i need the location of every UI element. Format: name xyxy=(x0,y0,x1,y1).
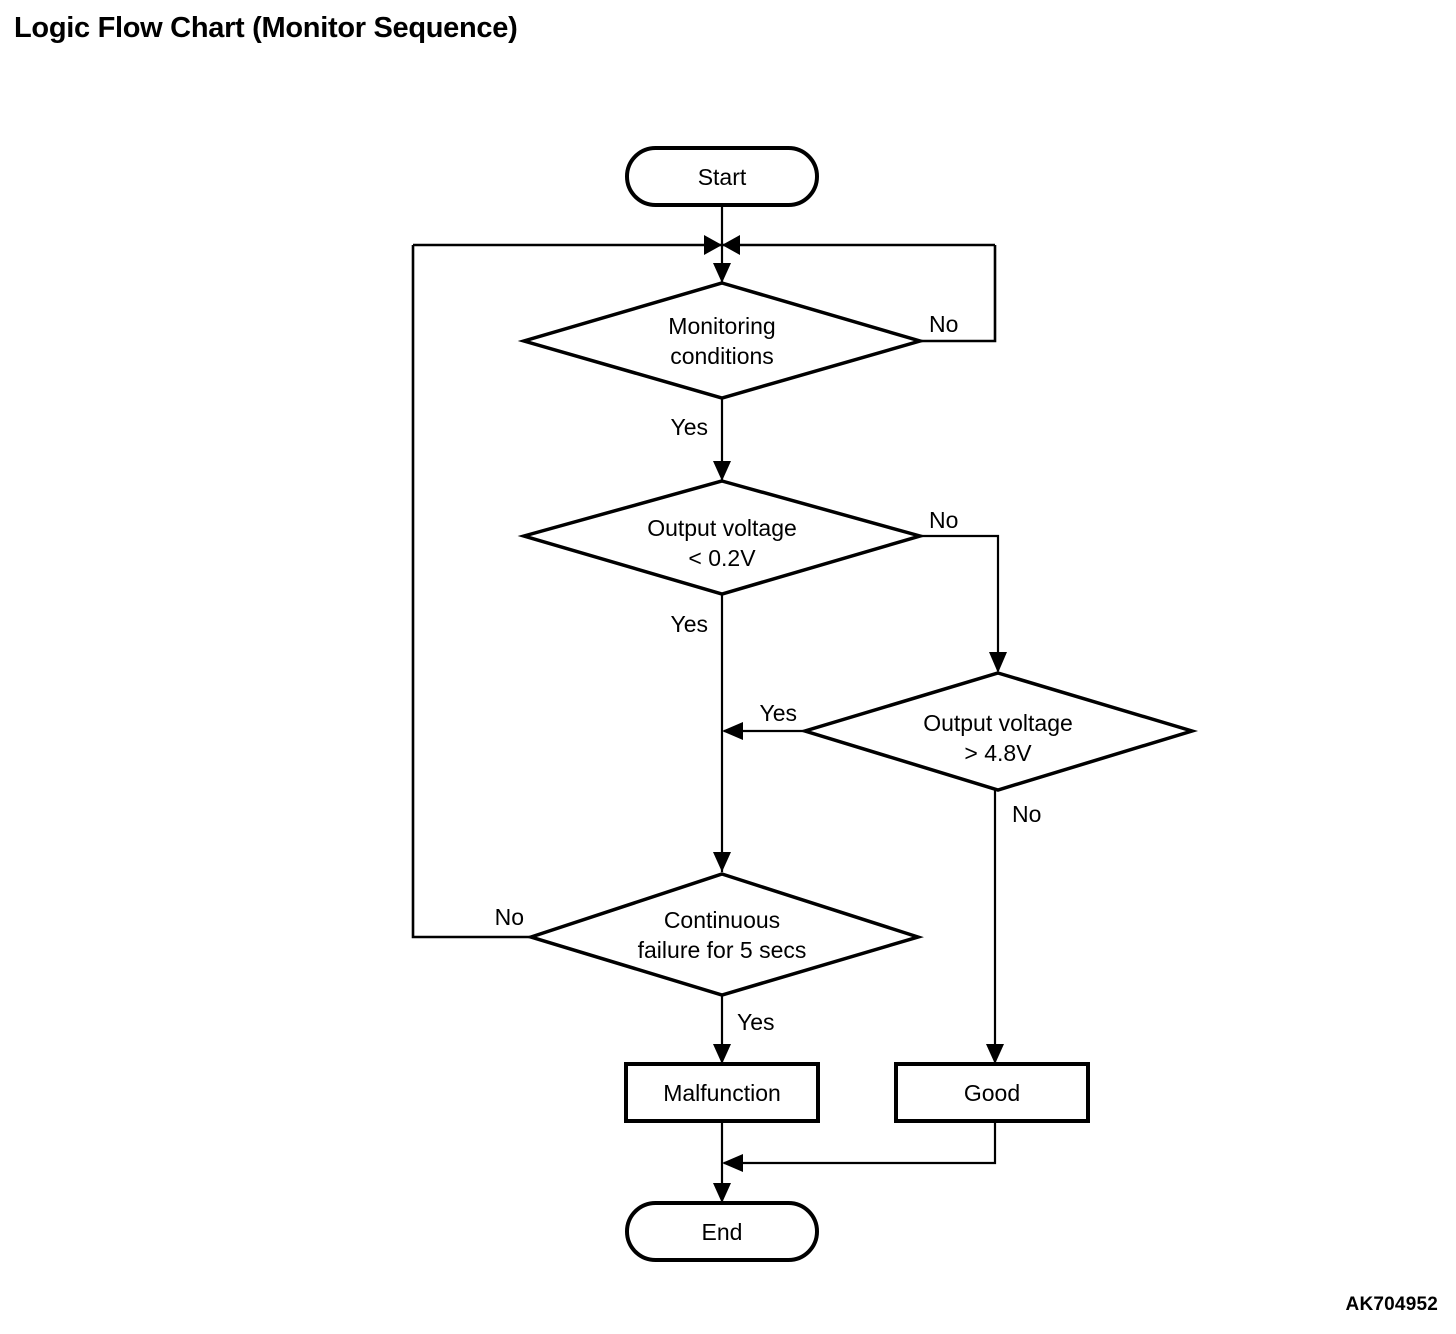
node-good[interactable] xyxy=(894,1062,1090,1123)
node-decision-output-voltage-high[interactable] xyxy=(798,671,1199,792)
arrowhead-into-d3 xyxy=(989,652,1007,673)
arrowhead-into-good xyxy=(986,1044,1004,1064)
node-end-label: End xyxy=(702,1219,743,1245)
arrowhead-into-d1 xyxy=(713,263,731,283)
edge-label-d3-no: No xyxy=(1012,801,1041,827)
arrowhead-into-end xyxy=(713,1183,731,1203)
node-decision-output-voltage-low[interactable] xyxy=(517,479,927,596)
edge-d4-no-loop xyxy=(411,245,531,939)
node-d4-label-line2: failure for 5 secs xyxy=(638,937,807,963)
node-decision-continuous-failure[interactable] xyxy=(525,872,924,997)
node-start-label: Start xyxy=(698,164,747,190)
watermark-code: AK704952 xyxy=(1345,1294,1438,1315)
node-good-label: Good xyxy=(964,1080,1020,1106)
node-d1-label-line2: conditions xyxy=(670,343,774,369)
node-d4-label-line1: Continuous xyxy=(664,907,780,933)
node-decision-monitoring-conditions[interactable] xyxy=(517,281,927,400)
node-d3-label-line2: > 4.8V xyxy=(964,740,1032,766)
node-d2-label-line2: < 0.2V xyxy=(688,545,756,571)
arrowhead-into-malfunction xyxy=(713,1044,731,1064)
edge-good-to-end xyxy=(724,1121,997,1165)
node-end[interactable] xyxy=(625,1201,819,1262)
node-d3-label-line1: Output voltage xyxy=(923,710,1073,736)
arrowhead-d3-yes xyxy=(722,722,743,740)
arrowhead-merge-from-left xyxy=(704,235,722,255)
edge-d2-no-to-d3 xyxy=(920,534,1000,671)
edge-label-d1-yes: Yes xyxy=(670,414,708,440)
edge-label-d2-no: No xyxy=(929,507,958,533)
edge-label-d4-no: No xyxy=(495,904,524,930)
node-start[interactable] xyxy=(625,146,819,207)
node-d1-label-line1: Monitoring xyxy=(668,313,775,339)
edge-label-d2-yes: Yes xyxy=(670,611,708,637)
arrowhead-into-d2 xyxy=(713,461,731,481)
arrowhead-good-merge xyxy=(722,1154,743,1172)
edge-label-d4-yes: Yes xyxy=(737,1009,775,1035)
edge-label-d1-no: No xyxy=(929,311,958,337)
edge-d1-no-loop xyxy=(920,245,997,343)
arrowhead-into-d4 xyxy=(713,852,731,872)
node-malfunction-label: Malfunction xyxy=(663,1080,781,1106)
page-title: Logic Flow Chart (Monitor Sequence) xyxy=(14,12,518,44)
arrowhead-merge-from-right xyxy=(722,235,740,255)
node-d2-label-line1: Output voltage xyxy=(647,515,797,541)
edge-label-d3-yes: Yes xyxy=(759,700,797,726)
node-malfunction[interactable] xyxy=(624,1062,820,1123)
